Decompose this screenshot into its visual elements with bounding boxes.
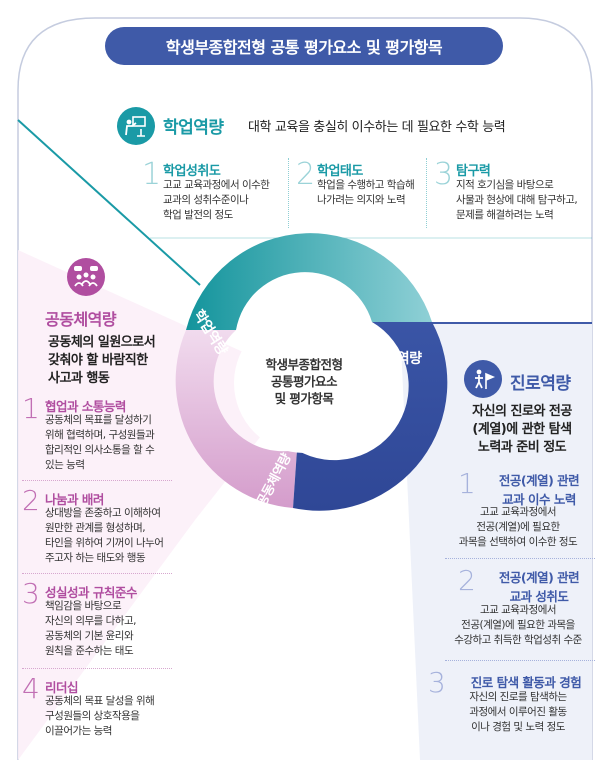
- divider: [445, 558, 595, 559]
- ring-academic: [186, 233, 432, 330]
- item-title: 탐구력: [456, 164, 491, 179]
- item-description: 지적 호기심을 바탕으로 사물과 현상에 대해 탐구하고, 문제를 해결하려는 …: [456, 179, 578, 221]
- people-group-icon: [67, 258, 105, 296]
- item-description: 자신의 진로를 탐색하는 과정에서 이루어진 활동 이나 경험 및 노력 정도: [469, 691, 567, 733]
- outer-frame: [17, 17, 593, 760]
- ring-label-career: 진로역량: [372, 351, 422, 367]
- item-title: 나눔과 배려: [45, 492, 104, 507]
- item-title: 협업과 소통능력: [45, 399, 126, 414]
- divider: [22, 573, 172, 574]
- item-description: 고교 교육과정에서 전공(계열)에 필요한 과목을 수강하고 취득한 학업성취 …: [454, 604, 582, 646]
- item-description: 상대방을 존중하고 이해하여 원만한 관계를 형성하며, 타인을 위하여 기꺼이…: [45, 507, 164, 564]
- item-description: 고교 교육과정에서 이수한 교과의 성취수준이나 학업 발전의 정도: [163, 179, 270, 221]
- community-wedge: [18, 250, 305, 760]
- center-disc: [234, 313, 374, 453]
- item-number: 3: [434, 157, 454, 192]
- academic-heading: 학업역량: [163, 118, 224, 138]
- item-number: 2: [458, 564, 476, 597]
- item-description: 고교 교육과정에서 전공(계열)에 필요한 과목을 선택하여 이수한 정도: [458, 506, 578, 548]
- item-title: 성실성과 규칙준수: [45, 585, 137, 600]
- career-path-icon: [464, 360, 502, 398]
- item-description: 학업을 수행하고 학습해 나가려는 의지와 노력: [317, 179, 415, 206]
- divider: [445, 660, 595, 661]
- divider: [426, 158, 427, 228]
- item-title: 전공(계열) 관련 교과 성취도: [498, 570, 580, 604]
- career-panel: [400, 323, 592, 760]
- page-title: 학생부종합전형 공통 평가요소 및 평가항목: [105, 27, 503, 65]
- item-title: 전공(계열) 관련 교과 이수 노력: [498, 473, 580, 507]
- divider: [22, 480, 172, 481]
- career-heading: 진로역량: [510, 374, 571, 394]
- item-number: 1: [22, 392, 40, 425]
- item-title: 학업성취도: [163, 164, 221, 179]
- community-summary: 공동체의 일원으로서 갖춰야 할 바람직한 사고과 행동: [48, 335, 156, 386]
- item-description: 공동체의 목표 달성을 위해 구성원들의 상호작용을 이끌어가는 능력: [45, 695, 155, 737]
- divider: [288, 158, 289, 228]
- academic-community-divider: [17, 119, 201, 286]
- center-label: 학생부종합전형 공통평가요소 및 평가항목: [265, 357, 343, 406]
- item-number: 1: [458, 467, 476, 500]
- item-number: 4: [22, 672, 40, 705]
- teacher-board-icon: [117, 107, 155, 145]
- academic-description: 대학 교육을 충실히 이수하는 데 필요한 수학 능력: [248, 120, 506, 135]
- ring-community: [175, 330, 297, 508]
- career-summary: 자신의 진로와 전공 (계열)에 관한 탐색 노력과 준비 정도: [472, 404, 572, 455]
- divider: [22, 668, 172, 669]
- item-number: 1: [142, 157, 162, 192]
- item-number: 2: [22, 484, 40, 517]
- item-number: 2: [296, 157, 316, 192]
- item-title: 리더십: [45, 680, 79, 695]
- item-number: 3: [428, 666, 446, 699]
- item-title: 진로 탐색 활동과 경험: [470, 675, 582, 690]
- item-description: 책임감을 바탕으로 자신의 의무를 다하고, 공동체의 기본 윤리와 원칙을 준…: [45, 600, 136, 657]
- item-description: 공동체의 목표를 달성하기 위해 협력하며, 구성원들과 합리적인 의사소통을 …: [45, 414, 155, 471]
- item-number: 3: [22, 577, 40, 610]
- ring-career: [293, 322, 448, 511]
- item-title: 학업태도: [317, 164, 363, 179]
- community-heading: 공동체역량: [45, 310, 117, 329]
